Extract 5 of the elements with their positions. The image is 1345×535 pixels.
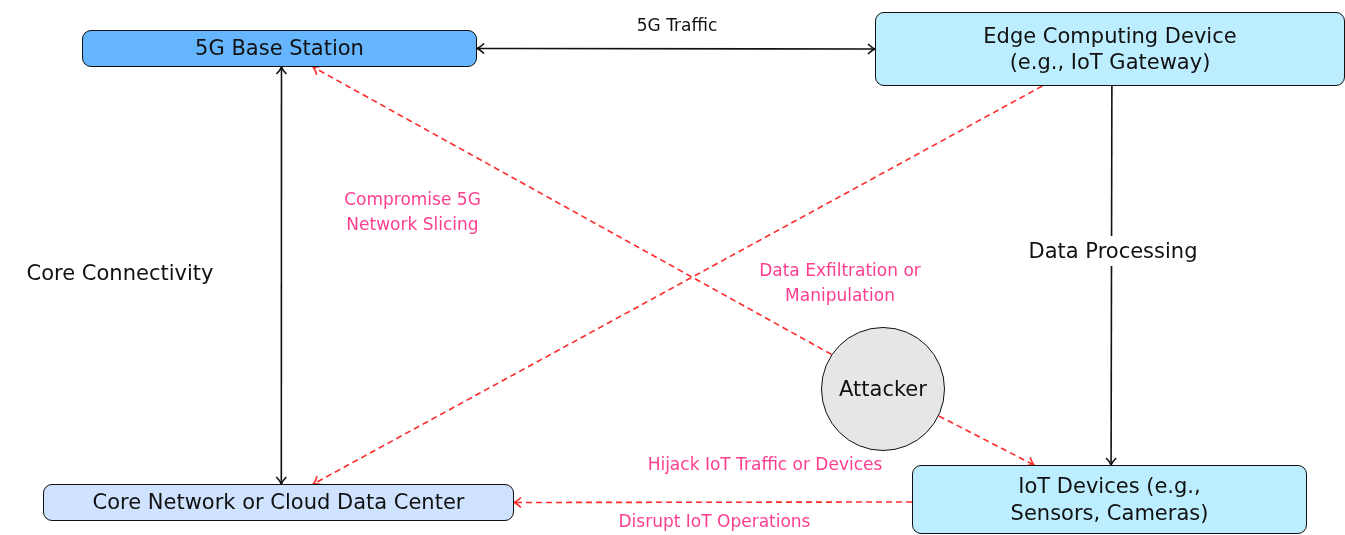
node-box: Edge Computing Device (e.g., IoT Gateway) [875,12,1345,86]
node-box: IoT Devices (e.g., Sensors, Cameras) [912,465,1307,534]
attacker-circle: Attacker [821,327,945,451]
node-box: 5G Base Station [82,30,477,67]
node-box: Core Network or Cloud Data Center [43,484,514,521]
